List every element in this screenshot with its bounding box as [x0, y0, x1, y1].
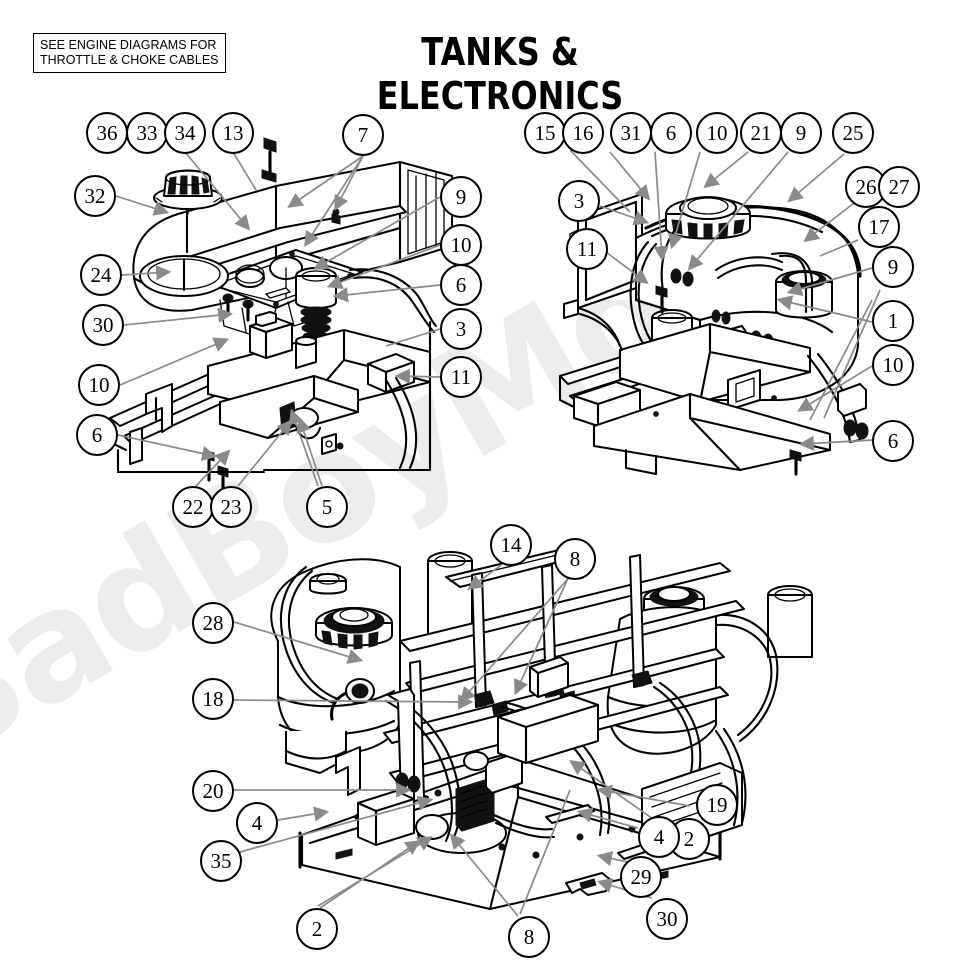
note-line-1: SEE ENGINE DIAGRAMS FOR	[40, 38, 217, 52]
figure-lower	[250, 544, 850, 945]
callout-9-ur[interactable]: 9	[780, 112, 822, 154]
callout-30-ul[interactable]: 30	[82, 304, 124, 346]
callout-3-ur[interactable]: 3	[558, 180, 600, 222]
callout-29[interactable]: 29	[620, 856, 662, 898]
callout-34[interactable]: 34	[164, 112, 206, 154]
callout-6-ul-right[interactable]: 6	[440, 264, 482, 306]
callout-24[interactable]: 24	[80, 254, 122, 296]
callout-14[interactable]: 14	[490, 524, 532, 566]
callout-17[interactable]: 17	[858, 206, 900, 248]
page-title: TANKS & ELECTRONICS	[376, 30, 624, 118]
callout-7[interactable]: 7	[342, 114, 384, 156]
callout-9-ur-right[interactable]: 9	[872, 246, 914, 288]
callout-10-ul[interactable]: 10	[440, 224, 482, 266]
callout-23[interactable]: 23	[210, 486, 252, 528]
callout-30-lo[interactable]: 30	[646, 898, 688, 940]
note-line-2: THROTTLE & CHOKE CABLES	[40, 52, 219, 67]
callout-9-ul[interactable]: 9	[440, 176, 482, 218]
callout-32[interactable]: 32	[74, 175, 116, 217]
callout-25[interactable]: 25	[832, 112, 874, 154]
callout-8-lo[interactable]: 8	[554, 538, 596, 580]
callout-33[interactable]: 33	[126, 112, 168, 154]
callout-18[interactable]: 18	[192, 678, 234, 720]
callout-10-ul-left[interactable]: 10	[78, 364, 120, 406]
callout-4-lo-right[interactable]: 4	[638, 816, 680, 858]
callout-5[interactable]: 5	[306, 486, 348, 528]
callout-13[interactable]: 13	[212, 112, 254, 154]
callout-2-lo-bottom[interactable]: 2	[296, 908, 338, 950]
callout-11-ul[interactable]: 11	[440, 356, 482, 398]
callout-6-ul-left[interactable]: 6	[76, 414, 118, 456]
callout-31[interactable]: 31	[610, 112, 652, 154]
callout-6-ur-right[interactable]: 6	[872, 420, 914, 462]
callout-36[interactable]: 36	[86, 112, 128, 154]
callout-10-ur[interactable]: 10	[696, 112, 738, 154]
callout-21[interactable]: 21	[740, 112, 782, 154]
callout-1[interactable]: 1	[872, 300, 914, 342]
callout-19[interactable]: 19	[696, 784, 738, 826]
callout-28[interactable]: 28	[192, 602, 234, 644]
callout-3-ul[interactable]: 3	[440, 308, 482, 350]
callout-16[interactable]: 16	[562, 112, 604, 154]
callout-6-ur[interactable]: 6	[650, 112, 692, 154]
callout-20[interactable]: 20	[192, 770, 234, 812]
callout-15[interactable]: 15	[524, 112, 566, 154]
callout-35[interactable]: 35	[200, 840, 242, 882]
callout-10-ur-right[interactable]: 10	[872, 344, 914, 386]
callout-27[interactable]: 27	[878, 166, 920, 208]
figure-upper-left	[100, 137, 480, 496]
callout-4-lo-left[interactable]: 4	[236, 802, 278, 844]
callout-22[interactable]: 22	[172, 486, 214, 528]
engine-diagram-note: SEE ENGINE DIAGRAMS FOR THROTTLE & CHOKE…	[33, 33, 226, 73]
callout-8-lo-bottom[interactable]: 8	[508, 916, 550, 958]
callout-11-ur[interactable]: 11	[566, 228, 608, 270]
